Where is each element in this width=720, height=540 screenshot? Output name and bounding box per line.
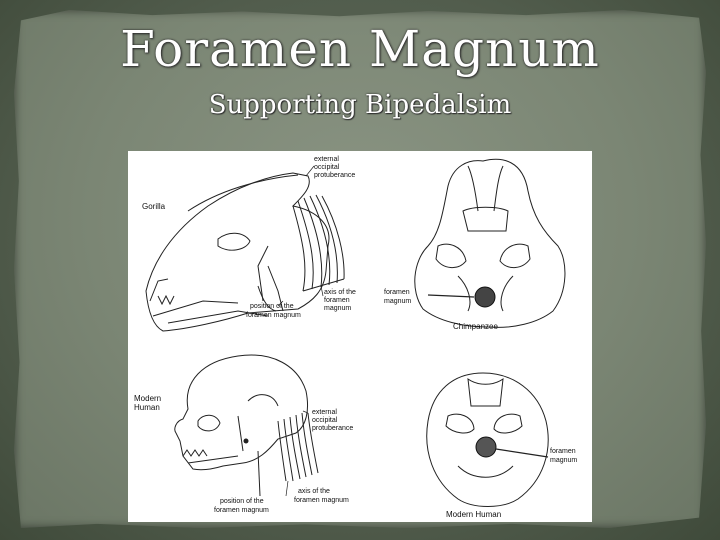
chimpanzee-foramen-label-2: magnum [384, 298, 411, 305]
human-base-label: Modern Human [446, 510, 501, 519]
gorilla-position-label-1: position of the [250, 303, 294, 310]
gorilla-label: Gorilla [142, 202, 166, 211]
human-axis-label-2: foramen magnum [294, 497, 349, 504]
skull-comparison-illustration: Gorilla external occipital protuberance … [134, 156, 577, 519]
slide-subtitle: Supporting Bipedalsim [208, 90, 512, 120]
human-skull-base-drawing [426, 372, 549, 507]
human-base-foramen-label-2: magnum [550, 457, 577, 464]
gorilla-skull-drawing [145, 172, 345, 332]
gorilla-axis-label-1: axis of the [324, 289, 356, 296]
gorilla-axis-label-2: foramen [324, 297, 350, 304]
human-occipital-label-2: occipital [312, 417, 338, 424]
gorilla-occipital-label-2: occipital [314, 164, 340, 171]
gorilla-axis-label-3: magnum [324, 305, 351, 312]
chimpanzee-label: Chimpanzee [453, 322, 498, 331]
human-axis-label-1: axis of the [298, 488, 330, 495]
slide-title: Foramen Magnum [120, 20, 600, 78]
skull-comparison-figure: Gorilla external occipital protuberance … [128, 151, 592, 522]
chimpanzee-foramen-magnum [474, 286, 496, 308]
chimpanzee-foramen-label-1: foramen [384, 289, 410, 296]
human-label-2: Human [134, 403, 160, 412]
human-occipital-label-3: protuberance [312, 425, 353, 432]
human-foramen-magnum [475, 436, 497, 458]
human-label-1: Modern [134, 394, 161, 403]
human-occipital-label-1: external [312, 409, 337, 416]
gorilla-occipital-label-1: external [314, 156, 339, 163]
gorilla-position-label-2: foramen magnum [246, 312, 301, 319]
human-skull-drawing [174, 354, 319, 482]
human-position-label-1: position of the [220, 498, 264, 505]
human-position-label-2: foramen magnum [214, 507, 269, 514]
human-base-foramen-label-1: foramen [550, 448, 576, 455]
chimpanzee-skull-drawing [414, 158, 566, 328]
gorilla-occipital-label-3: protuberance [314, 172, 355, 179]
